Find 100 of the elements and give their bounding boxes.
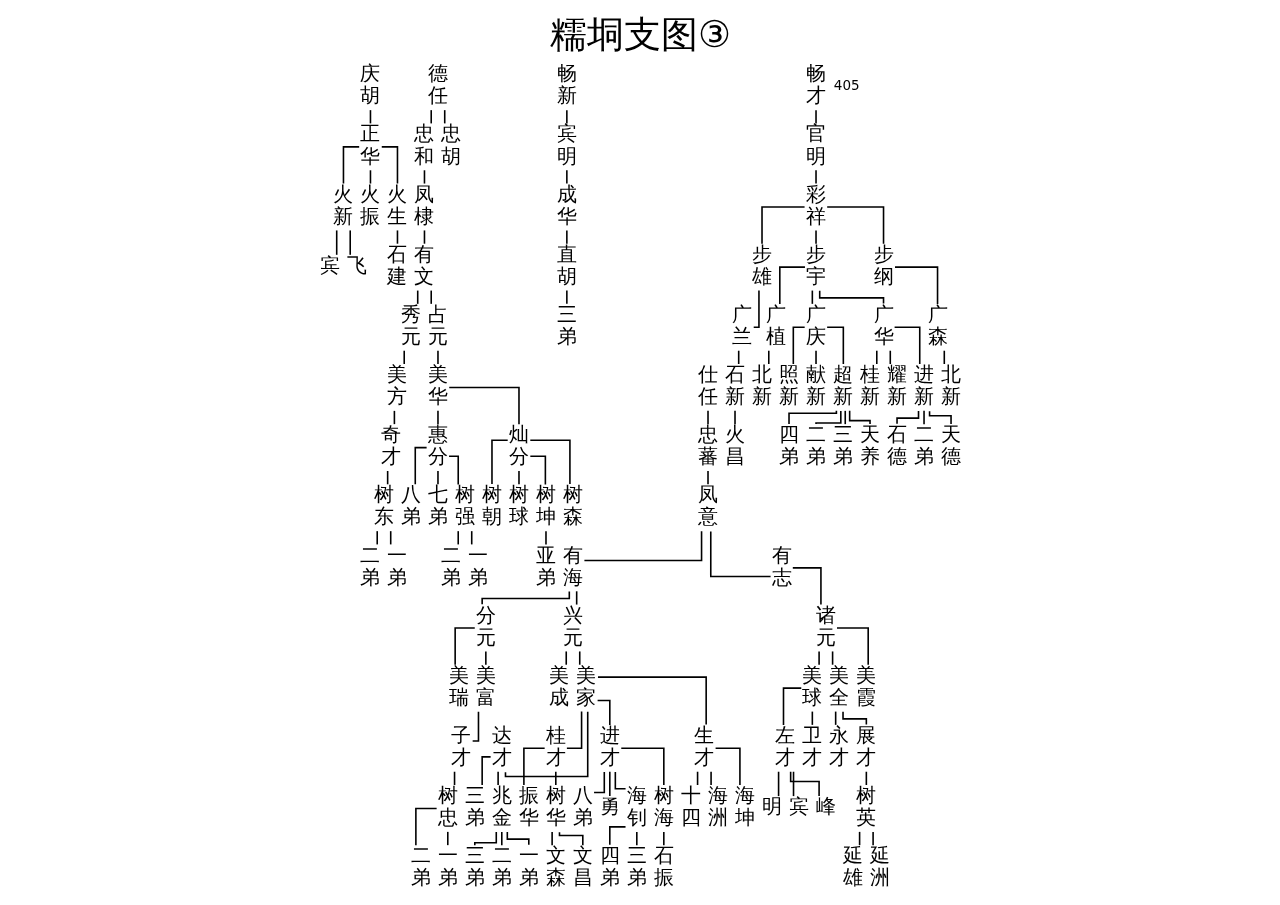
connector [835, 627, 869, 666]
node-text: 亚弟 [535, 543, 556, 589]
node-text: 飞 [346, 253, 367, 277]
node-text: 桂才 [545, 723, 566, 770]
node-text: 火振 [359, 182, 380, 228]
node-text: 石新 [724, 363, 745, 409]
connector [506, 831, 530, 846]
node-text: 三弟 [464, 844, 485, 890]
node-text: 树海 [653, 784, 674, 830]
connector [608, 770, 611, 797]
node-text: 桂新 [859, 363, 880, 409]
connector [792, 770, 794, 797]
node-text: 德任 [427, 62, 448, 108]
node-text: 美家 [575, 663, 596, 709]
connector [554, 770, 557, 786]
connector [817, 650, 820, 666]
node-text: 展才 [855, 723, 876, 770]
node-text: 树朝 [481, 483, 502, 529]
connector [709, 530, 771, 578]
node-text: 凤棣 [413, 182, 434, 228]
node-text: 奇才 [380, 423, 401, 469]
node-text: 树坤 [535, 483, 556, 529]
connector [635, 831, 638, 846]
connector [843, 410, 846, 425]
node-text: 二弟 [491, 844, 512, 890]
node-text: 石德 [886, 423, 907, 469]
connector [470, 530, 473, 546]
connector [335, 229, 337, 256]
connector [752, 289, 760, 329]
node-text: 三弟 [464, 784, 485, 830]
connector [709, 770, 712, 786]
connector [596, 676, 707, 726]
connector [414, 807, 437, 846]
connector [348, 229, 351, 256]
node-text: 美瑞 [448, 663, 469, 709]
connector [825, 206, 884, 245]
node-text: 直胡 [556, 242, 577, 288]
node-text: 二弟 [410, 844, 431, 890]
connector [473, 831, 497, 846]
node-text: 美华 [427, 363, 448, 409]
node-text: 树忠 [437, 784, 458, 830]
node-text: 永才 [828, 723, 849, 770]
node-text: 进才 [599, 723, 620, 770]
connector [893, 326, 921, 365]
node-text: 明 [761, 795, 782, 819]
connector [791, 567, 822, 606]
node-text: 广植 [765, 302, 786, 349]
node-text: 美全 [828, 663, 849, 709]
connector [480, 590, 570, 606]
node-text: 照新 [778, 363, 799, 409]
node-text: 彩祥 [805, 182, 826, 228]
node-text: 卫才 [801, 723, 822, 770]
node-text: 凤意 [697, 483, 718, 529]
connector [429, 109, 432, 125]
node-text: 广华 [873, 302, 894, 349]
connector [517, 470, 520, 486]
connector [456, 530, 459, 546]
node-text: 二弟 [440, 543, 461, 589]
node-text: 火新 [332, 182, 353, 228]
connector [389, 530, 392, 546]
node-text: 文森 [545, 844, 566, 890]
label: 405 [833, 77, 860, 94]
connector [453, 627, 476, 666]
node-text: 广庆 [805, 302, 826, 349]
connector [447, 386, 520, 425]
node-text: 四弟 [599, 844, 620, 890]
node-text: 生才 [693, 723, 714, 770]
node-text: 占元 [427, 302, 448, 349]
node-text: 仕任 [697, 363, 718, 409]
connector [436, 470, 439, 486]
node-text: 美霞 [855, 663, 876, 709]
connector [471, 711, 479, 742]
node-text: 一弟 [437, 844, 458, 890]
connector [814, 349, 817, 365]
node-text: 海坤 [734, 784, 755, 830]
connector [480, 756, 491, 786]
node-text: 海洲 [707, 784, 728, 830]
connector [529, 455, 546, 486]
node-text: 延洲 [869, 844, 890, 890]
connector [592, 771, 605, 794]
diagram-title: 糯垌支图③ [549, 13, 731, 57]
connector [413, 446, 427, 486]
connector [943, 349, 945, 365]
node-text: 二弟 [359, 543, 380, 589]
node-text: 进新 [913, 363, 934, 409]
node-text: 有海 [562, 543, 583, 589]
connector [714, 747, 741, 786]
connector [889, 349, 891, 365]
node-text: 二弟 [805, 423, 826, 469]
node-text: 诸元 [815, 603, 836, 649]
connector [429, 289, 432, 305]
node-text: 八弟 [572, 784, 593, 830]
node-text: 峰 [815, 795, 836, 819]
connector [928, 410, 952, 425]
connector [782, 687, 802, 726]
node-text: 宾 [788, 795, 809, 819]
connector [787, 410, 837, 425]
connector [578, 650, 581, 666]
node-text: 正华 [359, 122, 380, 168]
connector [875, 349, 878, 365]
